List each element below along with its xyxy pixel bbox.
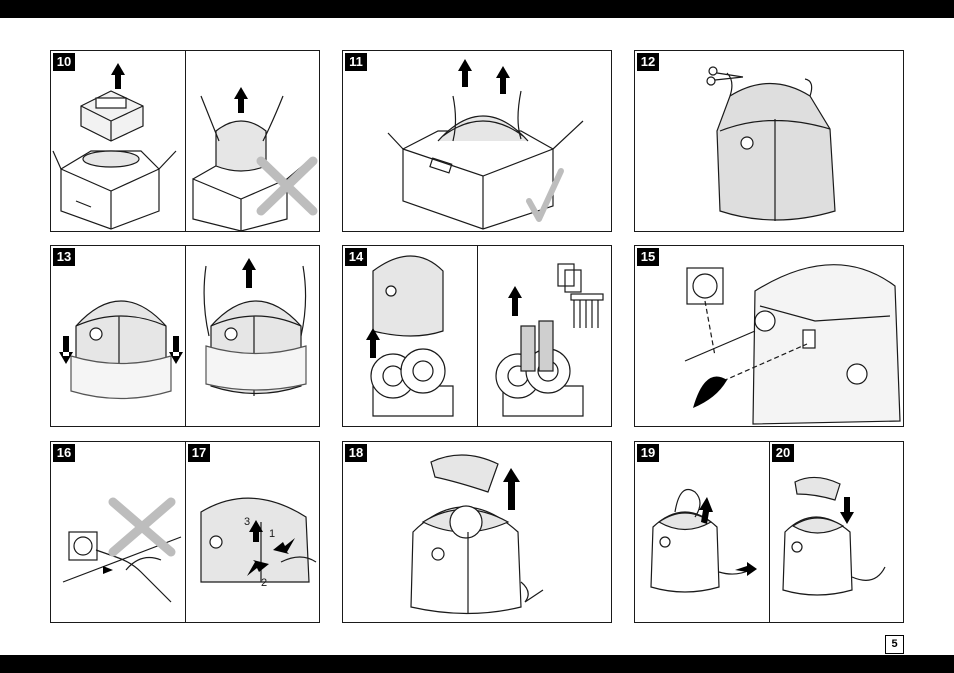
illustration-unwind-cord-and-close: [635, 442, 904, 623]
panel-14: 14: [342, 245, 612, 427]
illustration-box-packing-removal: [51, 51, 320, 232]
illustration-unplug-and-open: 3 1 2: [51, 442, 320, 623]
illustration-remove-discs: [343, 246, 612, 427]
panel-15: 15: [634, 245, 904, 427]
illustration-remove-lid: [343, 442, 612, 623]
panel-12: 12: [634, 50, 904, 232]
step-label-3: 3: [244, 516, 250, 528]
illustration-lift-with-bag: [343, 51, 612, 232]
bottom-black-bar: [0, 655, 954, 673]
panel-18: 18: [342, 441, 612, 623]
illustration-check-plug-label: [635, 246, 904, 427]
page-number: 5: [885, 635, 904, 654]
step-label-2: 2: [261, 577, 267, 589]
panel-10-11: 10: [50, 50, 320, 232]
top-black-bar: [0, 0, 954, 18]
panel-19-20: 19 20: [634, 441, 904, 623]
illustration-remove-wrap: [51, 246, 320, 427]
panel-13: 13: [50, 245, 320, 427]
step-label-1: 1: [269, 528, 275, 540]
illustration-cut-bag: [635, 51, 904, 232]
panel-16-17: 16 17 3 1 2: [50, 441, 320, 623]
panel-11: 11: [342, 50, 612, 232]
